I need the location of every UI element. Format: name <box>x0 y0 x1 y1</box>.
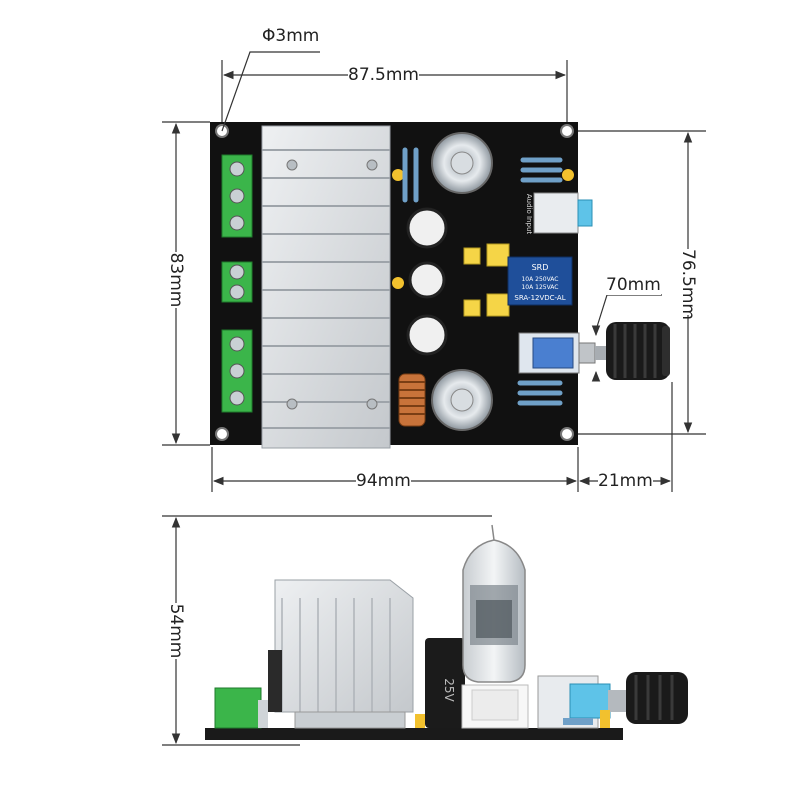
side-jack-knob <box>537 672 688 729</box>
side-pcb <box>205 728 623 740</box>
top-view: SRD 10A 250VAC 10A 125VAC SRA-12VDC-AL A… <box>210 122 670 449</box>
audio-input-jack: Audio Input <box>525 192 593 235</box>
volume-knob <box>606 322 670 380</box>
vacuum-tube-side <box>461 524 529 729</box>
relay-rating-1: 10A 250VAC <box>521 276 558 283</box>
inductor-coil <box>398 373 426 427</box>
audio-input-label: Audio Input <box>525 194 533 235</box>
hole-spacing-height-label: 76.5mm <box>678 249 698 320</box>
side-view: 25V <box>205 524 688 740</box>
mounting-holes <box>215 124 574 441</box>
resistors <box>402 147 563 406</box>
relay-brand: SRD <box>532 263 549 272</box>
heatsink-side <box>268 579 414 729</box>
knob-offset-label: 70mm <box>606 275 661 295</box>
volume-potentiometer <box>518 332 607 374</box>
capacitor-voltage: 25V <box>442 678 456 702</box>
vacuum-tube-top-upper <box>431 132 493 194</box>
side-terminal <box>214 687 262 729</box>
side-height-label: 54mm <box>166 603 186 659</box>
capacitors <box>392 169 574 356</box>
side-capacitor: 25V <box>425 638 465 728</box>
vacuum-tube-top-lower <box>431 369 493 431</box>
relay-model: SRA-12VDC-AL <box>514 294 565 302</box>
hole-spacing-width-label: 87.5mm <box>348 65 419 85</box>
heatsink-top <box>261 125 391 449</box>
hole-diameter-label: Φ3mm <box>262 26 320 46</box>
relay-rating-2: 10A 125VAC <box>521 284 558 291</box>
screw-terminal-block <box>221 154 253 413</box>
knob-protrusion-label: 21mm <box>598 471 653 491</box>
board-height-label: 83mm <box>166 252 186 308</box>
relay: SRD 10A 250VAC 10A 125VAC SRA-12VDC-AL <box>507 256 573 306</box>
board-width-label: 94mm <box>356 471 411 491</box>
